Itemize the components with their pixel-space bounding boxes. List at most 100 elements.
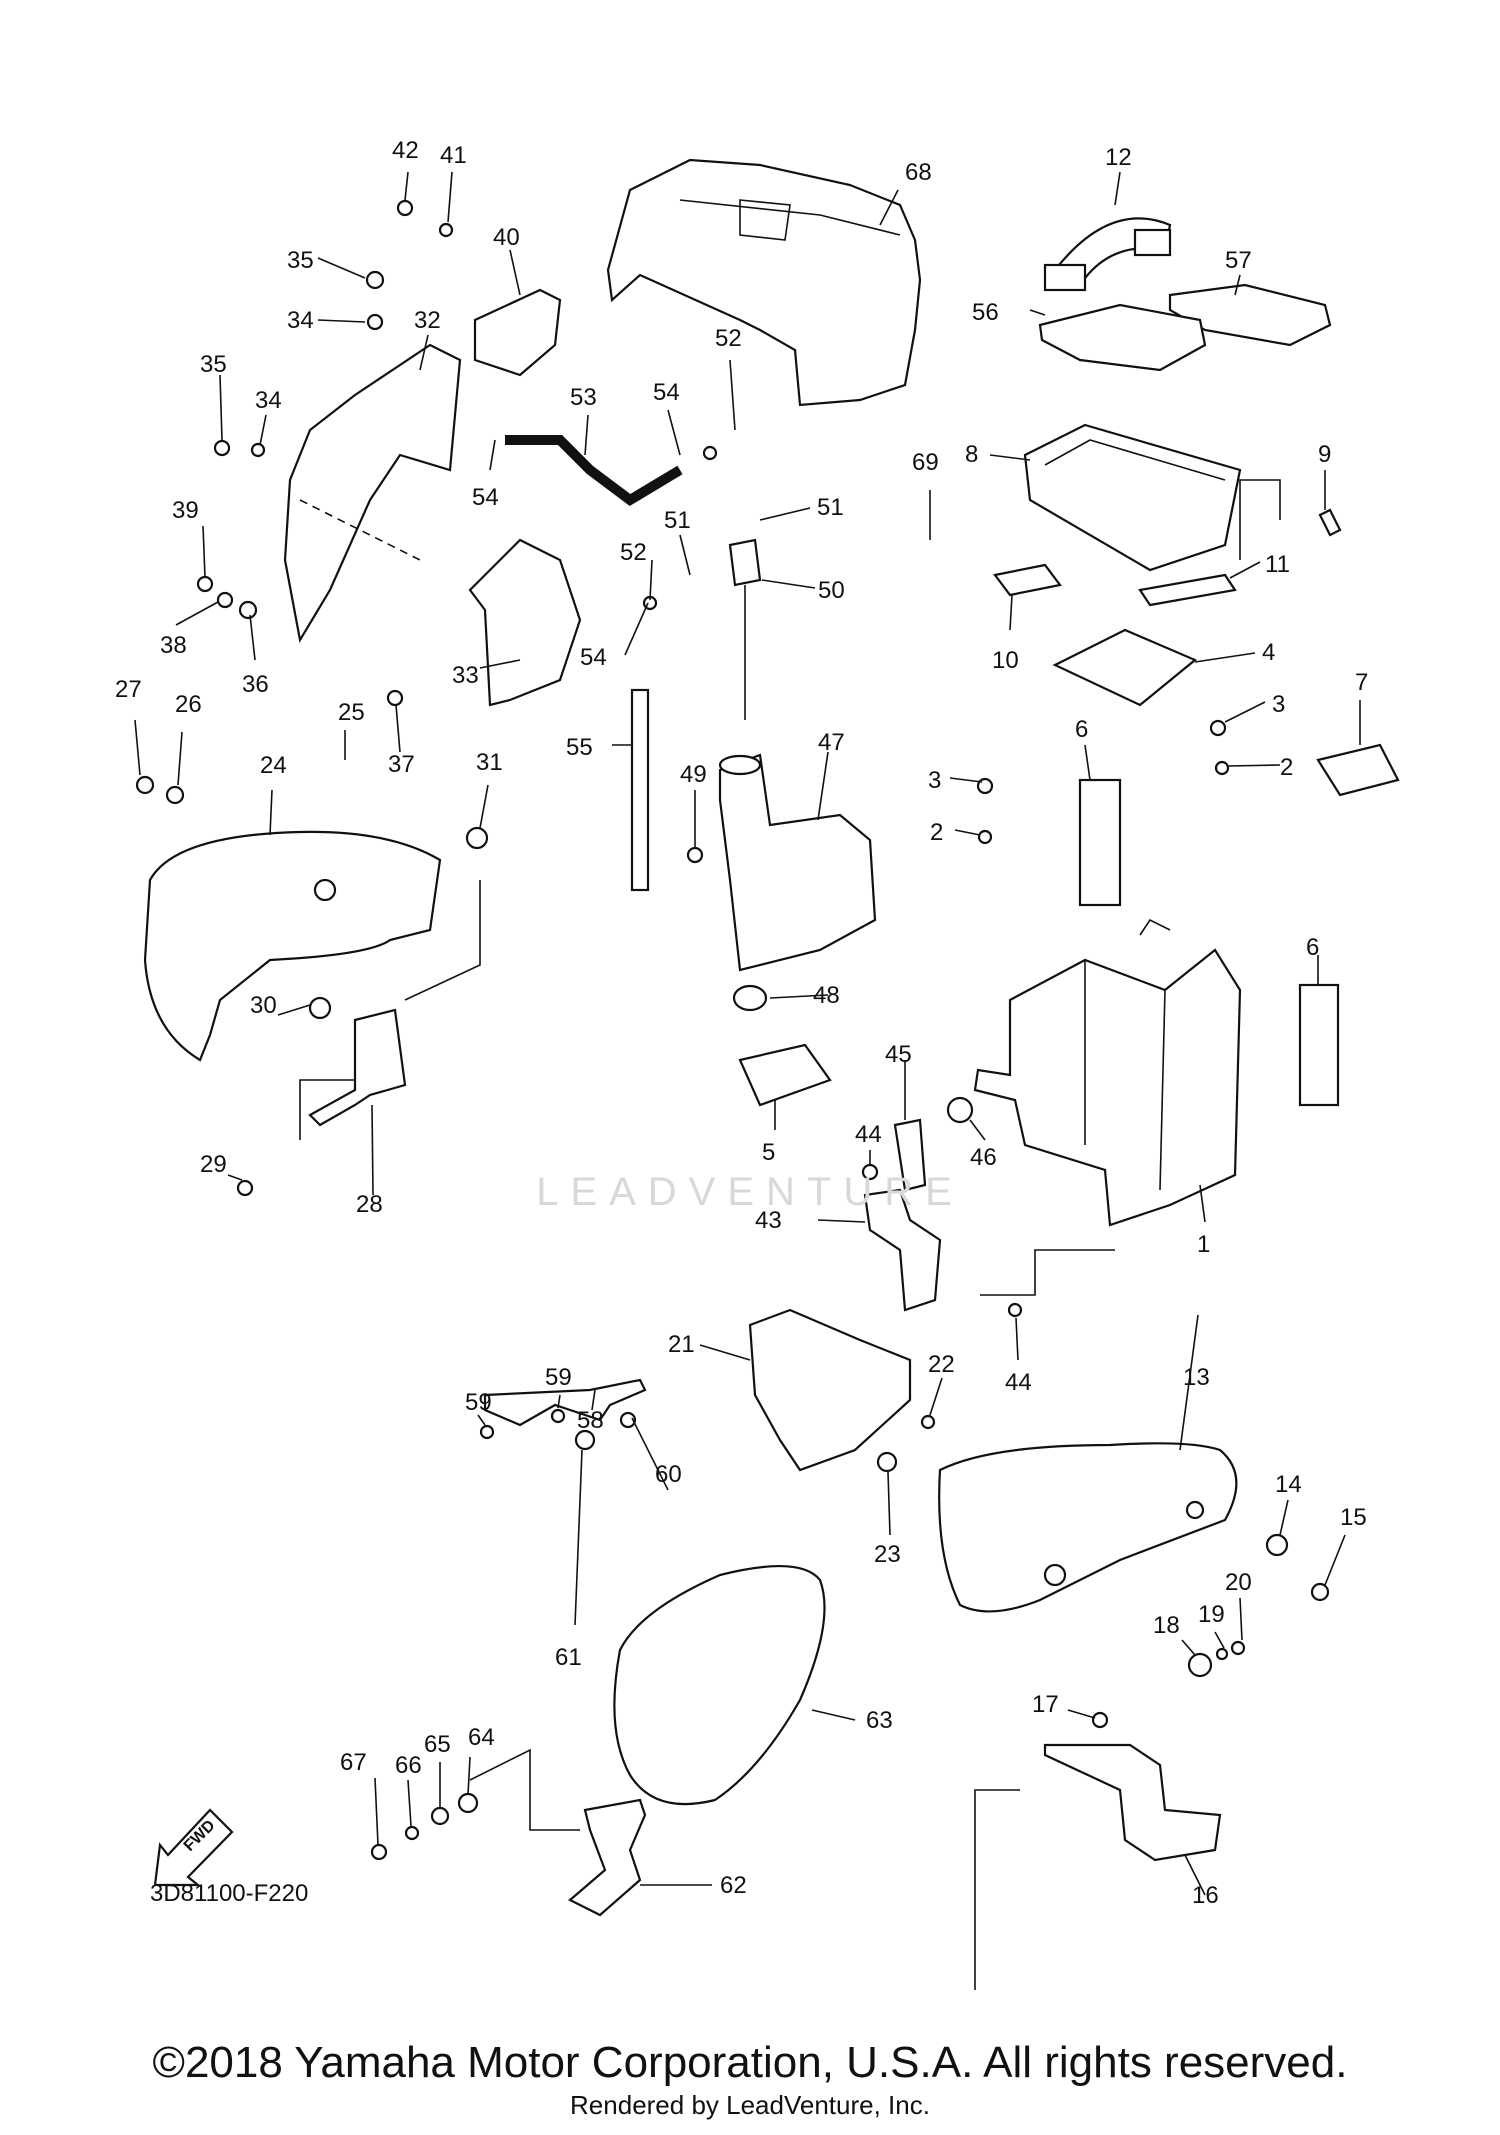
callout-62: 62 — [720, 1872, 747, 1899]
callout-15: 15 — [1340, 1504, 1367, 1531]
callout-54: 54 — [472, 484, 499, 511]
part-47-reservoir — [718, 753, 877, 972]
callout-3: 3 — [1272, 691, 1285, 718]
callout-34: 34 — [287, 307, 314, 334]
watermark: LEADVENTURE — [536, 1170, 964, 1214]
part-63-cover — [613, 1565, 826, 1806]
callout-66: 66 — [395, 1752, 422, 1779]
callout-27: 27 — [115, 676, 142, 703]
callout-59: 59 — [465, 1389, 492, 1416]
callout-26: 26 — [175, 691, 202, 718]
callout-65: 65 — [424, 1731, 451, 1758]
callout-64: 64 — [468, 1724, 495, 1751]
part-8-battery-tray — [1023, 423, 1242, 572]
part-45-bracket — [893, 1118, 927, 1192]
part-13-side-cover — [938, 1442, 1238, 1613]
fasteners — [135, 199, 1330, 1861]
part-1-battery-box — [973, 918, 1242, 1227]
callout-30: 30 — [250, 992, 277, 1019]
rendered-by-notice: Rendered by LeadVenture, Inc. — [570, 2090, 930, 2120]
callout-54: 54 — [580, 644, 607, 671]
part-46-sensor — [946, 1096, 974, 1124]
callout-23: 23 — [874, 1541, 901, 1568]
callout-2: 2 — [930, 819, 943, 846]
callout-51: 51 — [817, 494, 844, 521]
callout-20: 20 — [1225, 1569, 1252, 1596]
callout-19: 19 — [1198, 1601, 1225, 1628]
part-6-pad-a — [1078, 778, 1122, 907]
callout-10: 10 — [992, 647, 1019, 674]
callout-31: 31 — [476, 749, 503, 776]
callout-35: 35 — [287, 247, 314, 274]
part-33-cover — [468, 538, 582, 707]
callout-45: 45 — [885, 1041, 912, 1068]
callout-43: 43 — [755, 1207, 782, 1234]
callout-7: 7 — [1355, 669, 1368, 696]
callout-17: 17 — [1032, 1691, 1059, 1718]
callout-52: 52 — [715, 325, 742, 352]
part-6-pad-b — [1298, 983, 1340, 1107]
callout-labels: 42 41 40 35 34 32 35 34 39 38 36 37 33 5… — [115, 137, 1368, 1909]
callout-67: 67 — [340, 1749, 367, 1776]
callout-49: 49 — [680, 761, 707, 788]
part-12-battery-strap — [1043, 217, 1172, 292]
part-62-bracket — [568, 1798, 647, 1917]
part-57-pad — [1168, 283, 1332, 347]
callout-6: 6 — [1075, 716, 1088, 743]
part-9-clip — [1318, 508, 1342, 537]
callout-56: 56 — [972, 299, 999, 326]
callout-44: 44 — [855, 1121, 882, 1148]
part-56-pad — [1038, 303, 1207, 372]
callout-36: 36 — [242, 671, 269, 698]
callout-16: 16 — [1192, 1882, 1219, 1909]
part-68-fender-cover — [606, 158, 922, 407]
callout-21: 21 — [668, 1331, 695, 1358]
callout-40: 40 — [493, 224, 520, 251]
part-18-sensor — [1187, 1652, 1213, 1678]
copyright-notice: ©2018 Yamaha Motor Corporation, U.S.A. A… — [152, 2038, 1348, 2087]
part-5-pad — [738, 1043, 832, 1107]
callout-1: 1 — [1197, 1231, 1210, 1258]
callout-18: 18 — [1153, 1612, 1180, 1639]
callout-41: 41 — [440, 142, 467, 169]
callout-68: 68 — [905, 159, 932, 186]
part-58-bracket — [483, 1378, 647, 1427]
callout-3: 3 — [928, 767, 941, 794]
callout-38: 38 — [160, 632, 187, 659]
part-55-hose — [630, 688, 650, 892]
callout-8: 8 — [965, 441, 978, 468]
callout-60: 60 — [655, 1461, 682, 1488]
callout-50: 50 — [818, 577, 845, 604]
part-21-bracket — [748, 1308, 912, 1472]
fwd-arrow-icon — [153, 1808, 234, 1887]
callout-57: 57 — [1225, 247, 1252, 274]
part-24-side-cover — [143, 830, 442, 1062]
diagram-code: 3D81100-F220 — [150, 1880, 309, 1907]
part-11-pad — [1138, 573, 1237, 607]
part-53-hose — [505, 435, 683, 507]
part-4-sheet — [1052, 628, 1198, 707]
callout-14: 14 — [1275, 1471, 1302, 1498]
part-28-bracket — [308, 1008, 407, 1127]
callout-61: 61 — [555, 1644, 582, 1671]
part-43-bracket — [863, 1188, 942, 1312]
callout-25: 25 — [338, 699, 365, 726]
part-7-pad — [1316, 743, 1400, 797]
callout-9: 9 — [1318, 441, 1331, 468]
callout-5: 5 — [762, 1139, 775, 1166]
callout-59: 59 — [545, 1364, 572, 1391]
callout-13: 13 — [1183, 1364, 1210, 1391]
callout-46: 46 — [970, 1144, 997, 1171]
callout-28: 28 — [356, 1191, 383, 1218]
callout-53: 53 — [570, 384, 597, 411]
callout-32: 32 — [414, 307, 441, 334]
callout-63: 63 — [866, 1707, 893, 1734]
callout-11: 11 — [1265, 551, 1290, 578]
callout-29: 29 — [200, 1151, 227, 1178]
callout-52: 52 — [620, 539, 647, 566]
callout-51: 51 — [664, 507, 691, 534]
part-40-bracket — [473, 288, 562, 377]
callout-44: 44 — [1005, 1369, 1032, 1396]
callout-39: 39 — [172, 497, 199, 524]
